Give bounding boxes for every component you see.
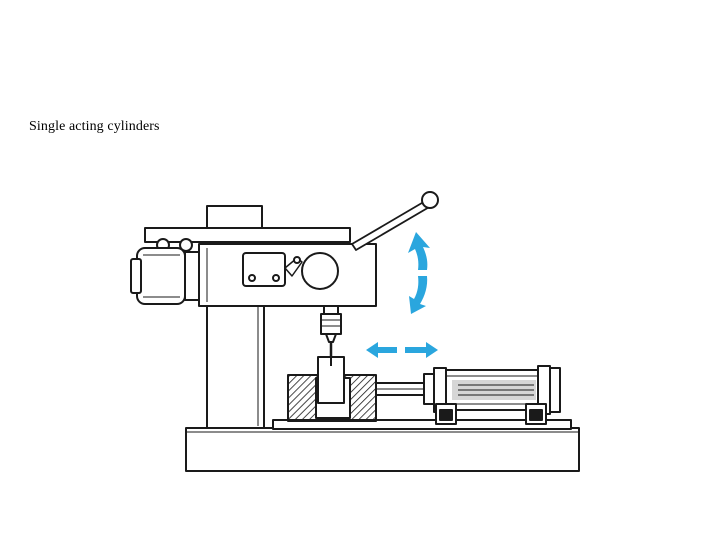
motor xyxy=(136,247,186,305)
chuck xyxy=(320,313,342,335)
column xyxy=(206,301,265,429)
base-plate xyxy=(185,427,580,472)
drill-head xyxy=(198,243,377,307)
top-cap xyxy=(206,205,263,229)
slide-title: Single acting cylinders xyxy=(29,119,160,134)
hand-wheel xyxy=(301,252,339,290)
table-plate xyxy=(272,419,572,430)
vertical-feed-arrow xyxy=(408,232,430,314)
top-rail xyxy=(144,227,351,243)
switch-box xyxy=(242,252,286,287)
horizontal-clamp-arrow xyxy=(366,342,438,358)
